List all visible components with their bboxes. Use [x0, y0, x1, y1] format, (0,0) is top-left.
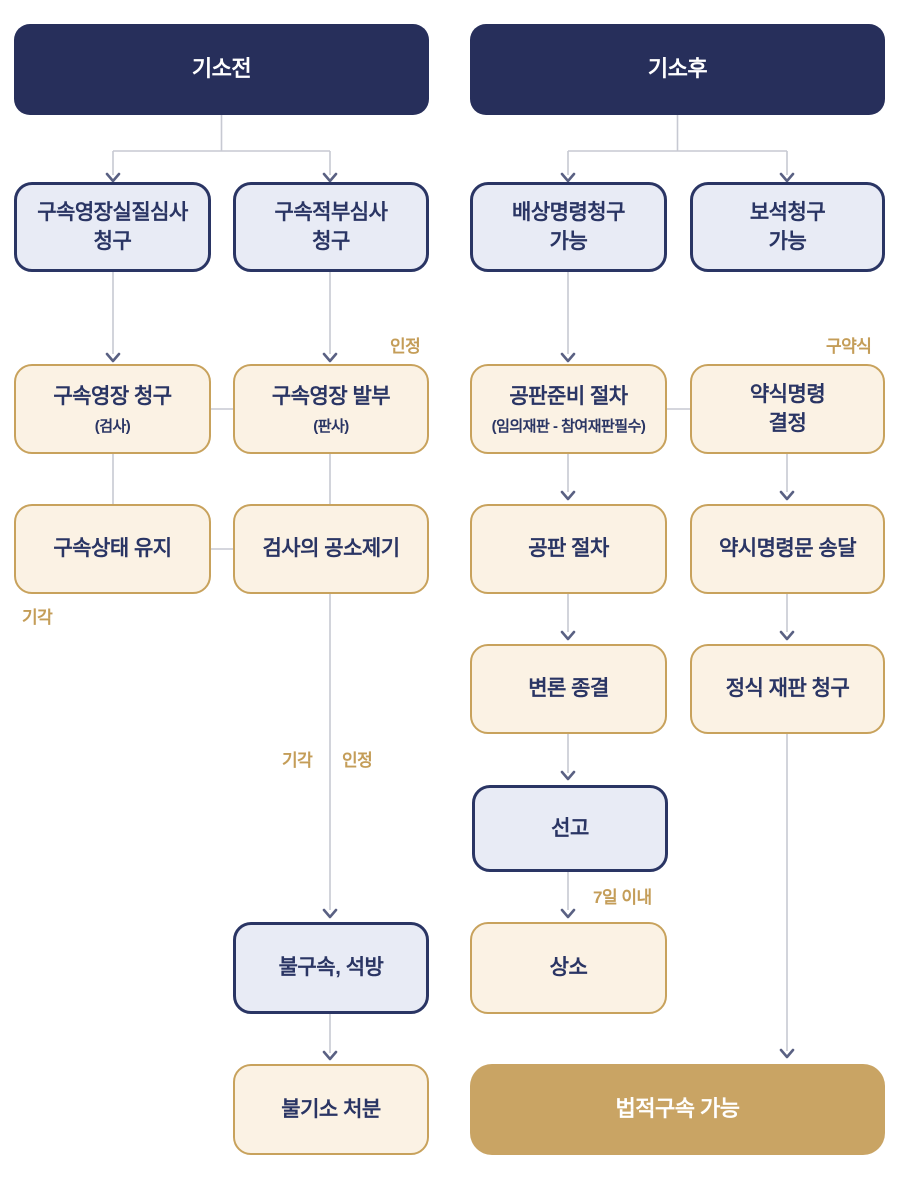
node-bail-request-label: 보석청구 가능	[749, 200, 826, 253]
node-closing-arguments: 변론 종결	[470, 644, 667, 734]
arrow-to-bail	[779, 172, 795, 183]
node-summary-order-decision: 약식명령 결정	[690, 364, 885, 454]
arrow-to-release	[322, 908, 338, 919]
arrow-to-non-indictment	[322, 1050, 338, 1061]
edge-label-dismissed-mid: 기각	[282, 751, 313, 770]
header-post-indictment: 기소후	[470, 24, 885, 115]
edge-label-summary-indictment: 구약식	[826, 337, 872, 356]
arrow-to-summary-delivery	[779, 490, 795, 501]
arrow-to-legal-detention	[779, 1048, 795, 1059]
arrow-to-closing-arguments	[560, 630, 576, 641]
node-formal-trial-request: 정식 재판 청구	[690, 644, 885, 734]
arrow-to-trial-procedure	[560, 490, 576, 501]
edge-label-within-7-days: 7일 이내	[593, 888, 652, 907]
node-warrant-request-subtitle: (검사)	[94, 417, 131, 435]
node-legal-detention: 법적구속 가능	[470, 1064, 885, 1155]
edge-label-approved-top: 인정	[390, 337, 421, 356]
node-prosecution-filing: 검사의 공소제기	[233, 504, 429, 594]
edge-label-approved-mid: 인정	[342, 751, 373, 770]
node-trial-preparation-label: 공판준비 절차	[509, 385, 628, 409]
node-detention-legality-review-label: 구속적부심사 청구	[274, 200, 388, 253]
arrow-to-warrant-request	[105, 352, 121, 363]
node-warrant-request: 구속영장 청구 (검사)	[14, 364, 211, 454]
node-non-indictment: 불기소 처분	[233, 1064, 429, 1155]
node-sentencing-label: 선고	[551, 816, 589, 840]
header-post-indictment-label: 기소후	[647, 56, 708, 82]
node-trial-preparation: 공판준비 절차 (임의재판 - 참여재판필수)	[470, 364, 667, 454]
node-detention-maintained: 구속상태 유지	[14, 504, 211, 594]
node-warrant-substantive-review: 구속영장실질심사 청구	[14, 182, 211, 272]
node-trial-preparation-subtitle: (임의재판 - 참여재판필수)	[491, 417, 646, 435]
node-warrant-request-label: 구속영장 청구	[53, 385, 172, 409]
arrow-to-appeal	[560, 908, 576, 919]
node-warrant-issuance-label: 구속영장 발부	[271, 385, 391, 409]
node-bail-request: 보석청구 가능	[690, 182, 885, 272]
node-formal-trial-request-label: 정식 재판 청구	[725, 677, 850, 701]
node-warrant-issuance-subtitle: (판사)	[313, 417, 349, 435]
node-release-label: 불구속, 석방	[278, 956, 384, 980]
node-sentencing: 선고	[472, 785, 668, 872]
arrow-to-substantive-review	[105, 172, 121, 183]
node-appeal: 상소	[470, 922, 667, 1014]
node-detention-legality-review: 구속적부심사 청구	[233, 182, 429, 272]
node-summary-order-delivery: 약시명령문 송달	[690, 504, 885, 594]
header-pre-indictment-label: 기소전	[191, 56, 252, 82]
arrow-to-formal-trial	[779, 630, 795, 641]
node-trial-procedure-label: 공판 절차	[528, 537, 609, 561]
node-prosecution-filing-label: 검사의 공소제기	[262, 537, 400, 561]
node-non-indictment-label: 불기소 처분	[281, 1097, 381, 1121]
node-detention-maintained-label: 구속상태 유지	[53, 537, 172, 561]
arrow-to-warrant-issuance	[322, 352, 338, 363]
node-compensation-order: 배상명령청구 가능	[470, 182, 667, 272]
header-pre-indictment: 기소전	[14, 24, 429, 115]
node-release: 불구속, 석방	[233, 922, 429, 1014]
arrow-to-sentencing	[560, 770, 576, 781]
arrow-to-trial-prep	[560, 352, 576, 363]
node-warrant-issuance: 구속영장 발부 (판사)	[233, 364, 429, 454]
node-closing-arguments-label: 변론 종결	[528, 677, 609, 701]
node-warrant-substantive-review-label: 구속영장실질심사 청구	[37, 200, 188, 253]
arrow-to-compensation	[560, 172, 576, 183]
node-legal-detention-label: 법적구속 가능	[615, 1096, 740, 1122]
node-compensation-order-label: 배상명령청구 가능	[512, 200, 625, 253]
edge-label-dismissed-left: 기각	[22, 608, 53, 627]
node-appeal-label: 상소	[549, 956, 588, 980]
node-summary-order-decision-label: 약식명령 결정	[749, 382, 826, 435]
arrow-to-legality-review	[322, 172, 338, 183]
node-trial-procedure: 공판 절차	[470, 504, 667, 594]
node-summary-order-delivery-label: 약시명령문 송달	[718, 537, 857, 561]
